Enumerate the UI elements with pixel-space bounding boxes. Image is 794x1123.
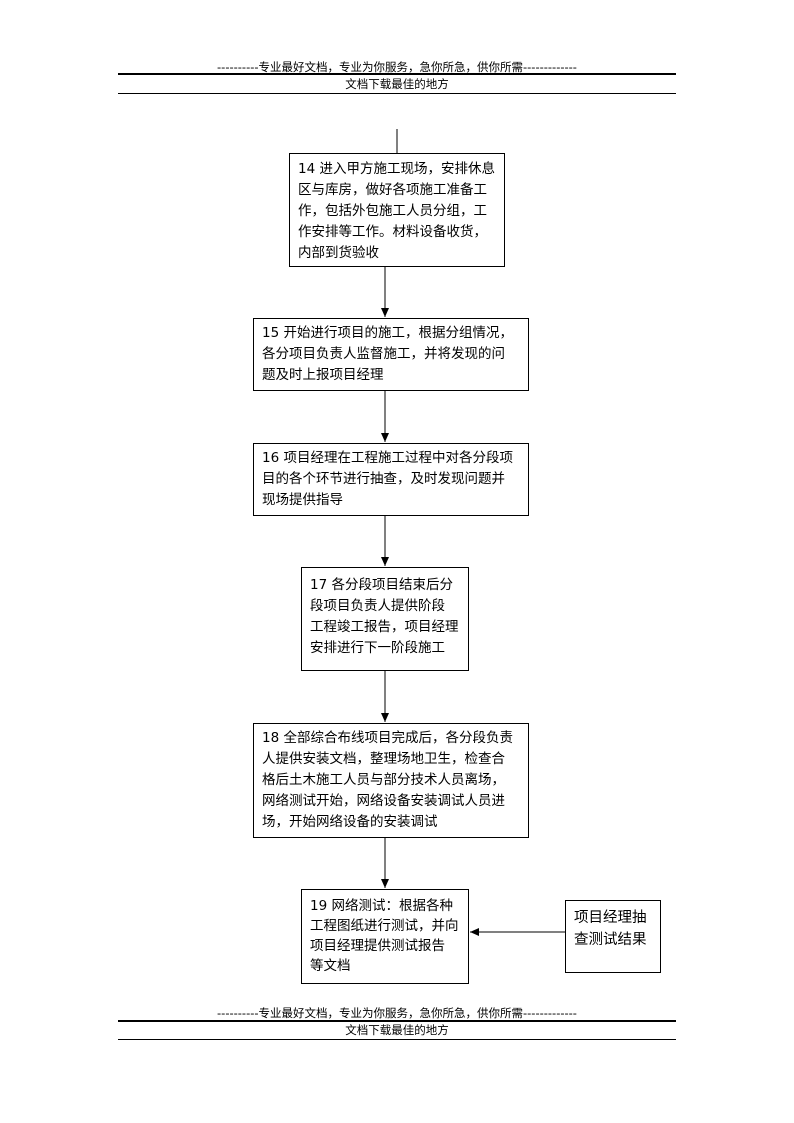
footer-rule-top [118,1020,676,1022]
step-15-line: 各分项目负责人监督施工，并将发现的问 [262,346,505,362]
side-check-line: 项目经理抽 [574,910,647,926]
step-19-line: 19 网络测试：根据各种 [310,898,453,914]
step-17-line: 安排进行下一阶段施工 [310,640,445,656]
step-15-line: 15 开始进行项目的施工，根据分组情况， [262,325,513,341]
step-19-line: 等文档 [310,958,351,974]
step-18-line: 18 全部综合布线项目完成后，各分段负责 [262,730,513,746]
flow-step-16: 16 项目经理在工程施工过程中对各分段项 目的各个环节进行抽查，及时发现问题并 … [253,443,529,516]
step-19-line: 项目经理提供测试报告 [310,938,445,954]
header-rule-bottom [118,93,676,94]
flow-step-18: 18 全部综合布线项目完成后，各分段负责 人提供安装文档，整理场地卫生，检查合 … [253,723,529,838]
flow-side-check: 项目经理抽 查测试结果 [565,900,661,973]
flow-step-15: 15 开始进行项目的施工，根据分组情况， 各分项目负责人监督施工，并将发现的问 … [253,318,529,391]
step-17-line: 工程竣工报告，项目经理 [310,619,459,635]
step-16-line: 16 项目经理在工程施工过程中对各分段项 [262,450,513,466]
footer-rule-bottom [118,1039,676,1040]
step-14-line: 作，包括外包施工人员分组，工 [298,203,487,219]
header-rule-top [118,73,676,75]
step-14-line: 区与库房，做好各项施工准备工 [298,182,487,198]
header-slogan: ----------专业最好文档，专业为你服务，急你所急，供你所需-------… [217,60,577,74]
flow-step-17: 17 各分段项目结束后分 段项目负责人提供阶段 工程竣工报告，项目经理 安排进行… [301,567,469,671]
step-18-line: 格后土木施工人员与部分技术人员离场， [262,772,505,788]
step-17-line: 段项目负责人提供阶段 [310,598,445,614]
flow-step-19: 19 网络测试：根据各种 工程图纸进行测试，并向 项目经理提供测试报告 等文档 [301,889,469,984]
step-15-line: 题及时上报项目经理 [262,367,384,383]
step-18-line: 场，开始网络设备的安装调试 [262,814,438,830]
header-subtitle: 文档下载最佳的地方 [345,77,449,91]
step-16-line: 目的各个环节进行抽查，及时发现问题并 [262,471,505,487]
step-17-line: 17 各分段项目结束后分 [310,577,453,593]
step-14-line: 内部到货验收 [298,245,379,261]
step-19-line: 工程图纸进行测试，并向 [310,918,459,934]
flow-step-14: 14 进入甲方施工现场，安排休息 区与库房，做好各项施工准备工 作，包括外包施工… [289,153,505,267]
side-check-line: 查测试结果 [574,932,647,948]
step-18-line: 网络测试开始，网络设备安装调试人员进 [262,793,505,809]
step-16-line: 现场提供指导 [262,492,343,508]
step-14-line: 作安排等工作。材料设备收货， [298,224,487,240]
step-18-line: 人提供安装文档，整理场地卫生，检查合 [262,751,505,767]
footer-slogan: ----------专业最好文档，专业为你服务，急你所急，供你所需-------… [217,1006,577,1020]
step-14-line: 14 进入甲方施工现场，安排休息 [298,161,495,177]
footer-subtitle: 文档下载最佳的地方 [345,1023,449,1037]
